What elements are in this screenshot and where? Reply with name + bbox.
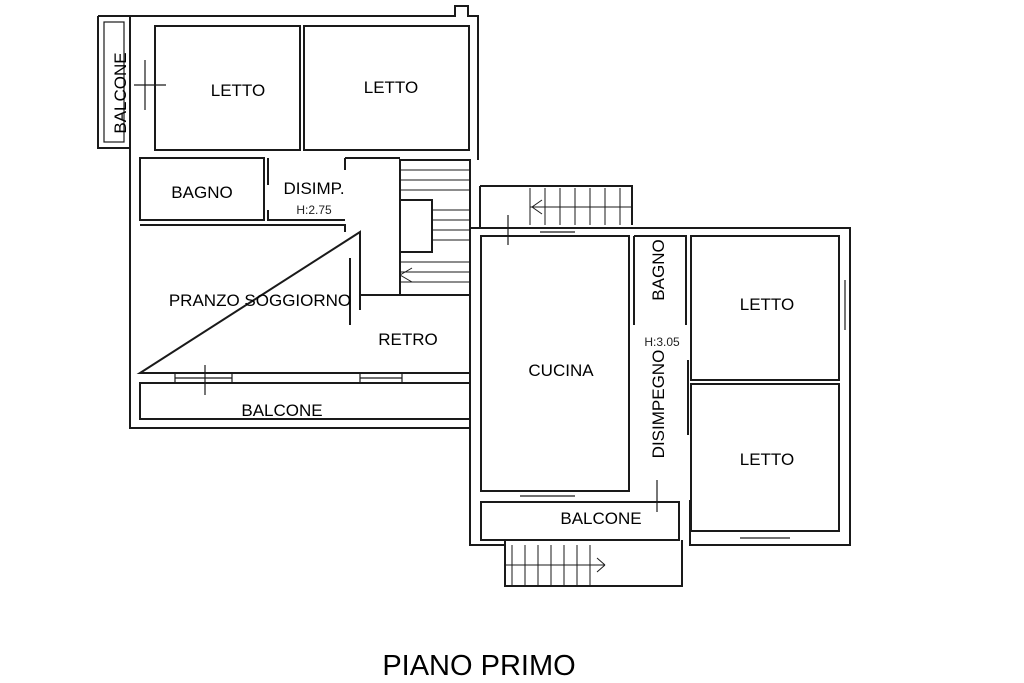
room-label-balcone-left: BALCONE <box>111 52 130 133</box>
room-label-cucina: CUCINA <box>528 361 594 380</box>
room-label-retro: RETRO <box>378 330 438 349</box>
room-label-letto-1: LETTO <box>211 81 265 100</box>
room-label-balcone-bottom-left: BALCONE <box>241 401 322 420</box>
left-block-walls <box>97 5 479 429</box>
room-label-letto-2: LETTO <box>364 78 418 97</box>
room-label-letto-3: LETTO <box>740 295 794 314</box>
right-top-stairs <box>529 188 632 225</box>
room-label-letto-4: LETTO <box>740 450 794 469</box>
height-label-left: H:2.75 <box>296 203 332 217</box>
room-label-pranzo-soggiorno: PRANZO SOGGIORNO <box>169 291 351 310</box>
left-stairs <box>399 169 470 283</box>
height-label-right: H:3.05 <box>644 335 680 349</box>
right-block-walls <box>469 185 851 587</box>
room-label-disimpegno: DISIMPEGNO <box>649 350 668 459</box>
room-label-disimp: DISIMP. <box>283 179 344 198</box>
plan-title: PIANO PRIMO <box>382 650 575 682</box>
room-label-bagno-2: BAGNO <box>649 239 668 300</box>
right-bottom-stairs <box>505 545 606 585</box>
room-label-balcone-bottom-right: BALCONE <box>560 509 641 528</box>
room-label-bagno-1: BAGNO <box>171 183 232 202</box>
